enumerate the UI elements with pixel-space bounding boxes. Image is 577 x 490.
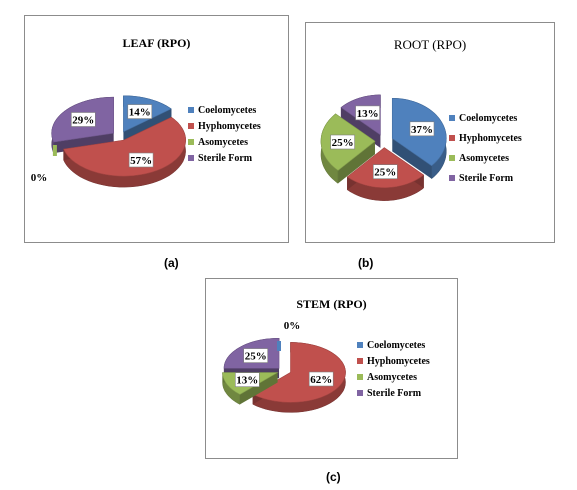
chart-title: LEAF (RPO) [122,36,191,50]
pie-slice-top [63,116,186,177]
legend-swatch [449,155,455,161]
legend-swatch [188,155,194,161]
legend-swatch [357,374,363,380]
data-label-box [70,112,96,127]
data-label-box [308,371,334,387]
pie-slice-zero [52,145,57,156]
pie-chart-leaf: 14% 57% 0% 29% [31,95,186,188]
chart-panel-stem: 0% 62% 13% 25% STEM (RPO) Coelomycetes Hyph… [205,278,458,459]
data-label-box [330,134,355,150]
chart-legend: Coelomycetes Hyphomycetes Asomycetes Ste… [449,108,522,188]
chart-title: ROOT (RPO) [393,37,467,52]
legend-item: Coelomycetes [188,102,261,118]
data-label: 57% [130,155,152,167]
legend-item: Asomycetes [449,148,522,168]
legend-item: Coelomycetes [449,108,522,128]
chart-panel-leaf: 14% 57% 0% 29% LEAF (RPO) Coelomycetes Hyph… [24,15,289,243]
data-label: 29% [72,115,94,127]
data-label-box [409,121,435,137]
legend-item: Hyphomycetes [188,118,261,134]
pie-chart-root: 37% 25% 25% 13% [320,94,447,201]
data-label-box [243,348,269,363]
legend-swatch [449,115,455,121]
pie-slice-top [252,342,346,403]
pie-slice-zero [277,341,281,351]
legend-swatch [188,123,194,129]
data-label-box [128,152,154,168]
caption-b: (b) [358,256,374,270]
data-label: 13% [357,108,379,120]
pie-slice [63,116,186,188]
legend-item: Hyphomycetes [449,128,522,148]
legend-item: Coelomycetes [357,337,430,353]
legend-swatch [449,135,455,141]
legend-item: Hyphomycetes [357,353,430,369]
data-label-box [127,104,153,119]
data-label-box [373,164,398,179]
legend-swatch [188,139,194,145]
chart-title: STEM (RPO) [296,297,367,311]
data-label: 13% [236,375,258,387]
legend-swatch [357,390,363,396]
legend-item: Sterile Form [357,385,430,401]
chart-legend: Coelomycetes Hyphomycetes Asomycetes Ste… [188,102,261,166]
data-label: 62% [310,374,332,386]
legend-swatch [449,175,455,181]
legend-swatch [188,107,194,113]
legend-item: Asomycetes [357,369,430,385]
data-label: 25% [332,137,354,149]
data-label: 25% [245,351,267,363]
pie-chart-stem: 0% 62% 13% 25% [222,320,346,413]
data-label-box [234,372,260,387]
pie-slice [252,342,346,413]
legend-swatch [357,342,363,348]
chart-legend: Coelomycetes Hyphomycetes Asomycetes Ste… [357,337,430,401]
chart-panel-root: 37% 25% 25% 13% ROOT (RPO) Coelomycetes Hyp… [305,22,555,243]
data-label: 0% [31,172,48,184]
legend-item: Sterile Form [188,150,261,166]
pie-slice-edge [338,141,376,184]
data-label-box [355,105,380,121]
caption-c: (c) [326,470,341,484]
legend-item: Sterile Form [449,168,522,188]
legend-item: Asomycetes [188,134,261,150]
data-label: 0% [284,320,301,332]
data-label: 14% [129,107,151,119]
legend-swatch [357,358,363,364]
data-label: 37% [411,124,433,136]
data-label: 25% [374,167,396,179]
caption-a: (a) [164,256,179,270]
pie-slice-edge [392,138,432,179]
